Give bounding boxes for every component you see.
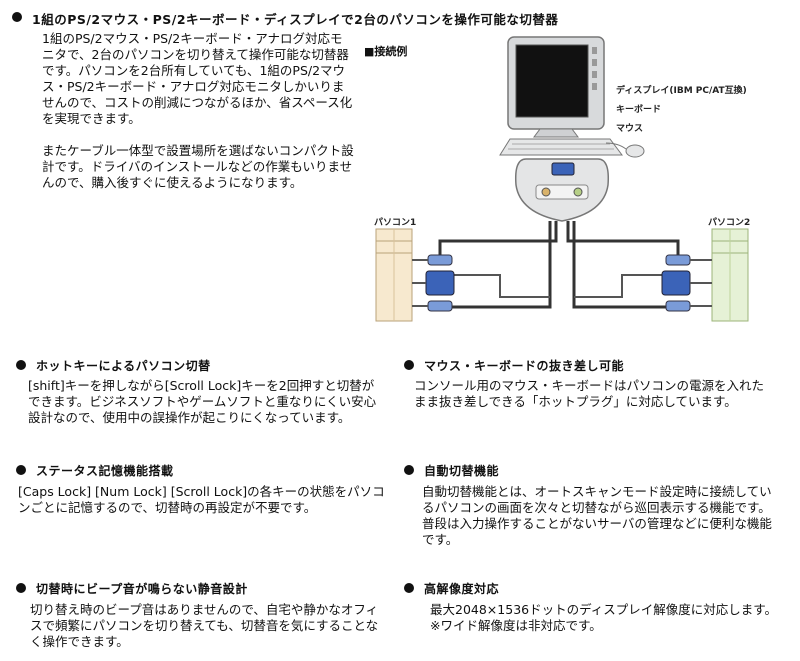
pc2-label: パソコン2 <box>708 218 751 228</box>
feature-title-hotplug: マウス・キーボードの抜き差し可能 <box>424 359 625 373</box>
feature-text-status: [Caps Lock] [Num Lock] [Scroll Lock]の各キー… <box>18 484 385 515</box>
intro-para-1: 1組のPS/2マウス・PS/2キーボード・アナログ対応モニタで、2台のパソコンを… <box>42 31 353 126</box>
feature-title-autoscan: 自動切替機能 <box>424 464 500 478</box>
feature-text-hotkey: [shift]キーを押しながら[Scroll Lock]キーを2回押すと切替がで… <box>28 378 377 425</box>
feature-title-resolution: 高解像度対応 <box>424 582 500 596</box>
feature-bullet-icon <box>404 583 414 593</box>
display-label: ディスプレイ(IBM PC/AT互換) <box>616 86 747 96</box>
feature-text-silent: 切り替え時のビープ音はありませんので、自宅や静かなオフィスで頻繁にパソコンを切り… <box>30 602 379 649</box>
pc1-tower-icon <box>375 228 413 322</box>
diagram-illustration <box>375 36 749 322</box>
resolution-description: 最大2048×1536ドットのディスプレイ解像度に対応します。 <box>430 602 777 617</box>
feature-bullet-icon <box>404 465 414 475</box>
feature-text-hotplug: コンソール用のマウス・キーボードはパソコンの電源を入れたまま抜き差しできる「ホッ… <box>414 378 765 409</box>
feature-text-resolution: 最大2048×1536ドットのディスプレイ解像度に対応します。 ※ワイド解像度は… <box>430 602 780 634</box>
main-title: 1組のPS/2マウス・PS/2キーボード・ディスプレイで2台のパソコンを操作可能… <box>32 12 559 27</box>
monitor-icon <box>507 36 605 138</box>
mouse-label: マウス <box>616 124 644 134</box>
pc1-connectors-icon <box>412 254 455 312</box>
connection-diagram: ■接続例 <box>360 35 790 330</box>
pc1-label: パソコン1 <box>374 218 417 228</box>
keyboard-label: キーボード <box>616 105 662 115</box>
mouse-icon <box>605 142 645 158</box>
main-bullet-icon <box>12 12 22 22</box>
intro-para-2: またケーブル一体型で設置場所を選ばないコンパクト設計です。ドライバのインストール… <box>42 143 354 190</box>
feature-bullet-icon <box>16 360 26 370</box>
feature-title-silent: 切替時にビープ音が鳴らない静音設計 <box>36 582 248 596</box>
feature-title-hotkey: ホットキーによるパソコン切替 <box>36 359 211 373</box>
feature-bullet-icon <box>16 465 26 475</box>
pc2-connectors-icon <box>661 254 712 312</box>
resolution-note: ※ワイド解像度は非対応です。 <box>430 618 602 633</box>
feature-bullet-icon <box>404 360 414 370</box>
feature-title-status: ステータス記憶機能搭載 <box>36 464 174 478</box>
feature-bullet-icon <box>16 583 26 593</box>
keyboard-icon <box>499 138 623 156</box>
intro-text: 1組のPS/2マウス・PS/2キーボード・アナログ対応モニタで、2台のパソコンを… <box>42 31 354 191</box>
feature-text-autoscan: 自動切替機能とは、オートスキャンモード設定時に接続しているパソコンの画面を次々と… <box>422 484 772 547</box>
diagram-heading: ■接続例 <box>364 45 408 58</box>
pc2-tower-icon <box>711 228 749 322</box>
kvm-switch-icon <box>514 158 610 222</box>
